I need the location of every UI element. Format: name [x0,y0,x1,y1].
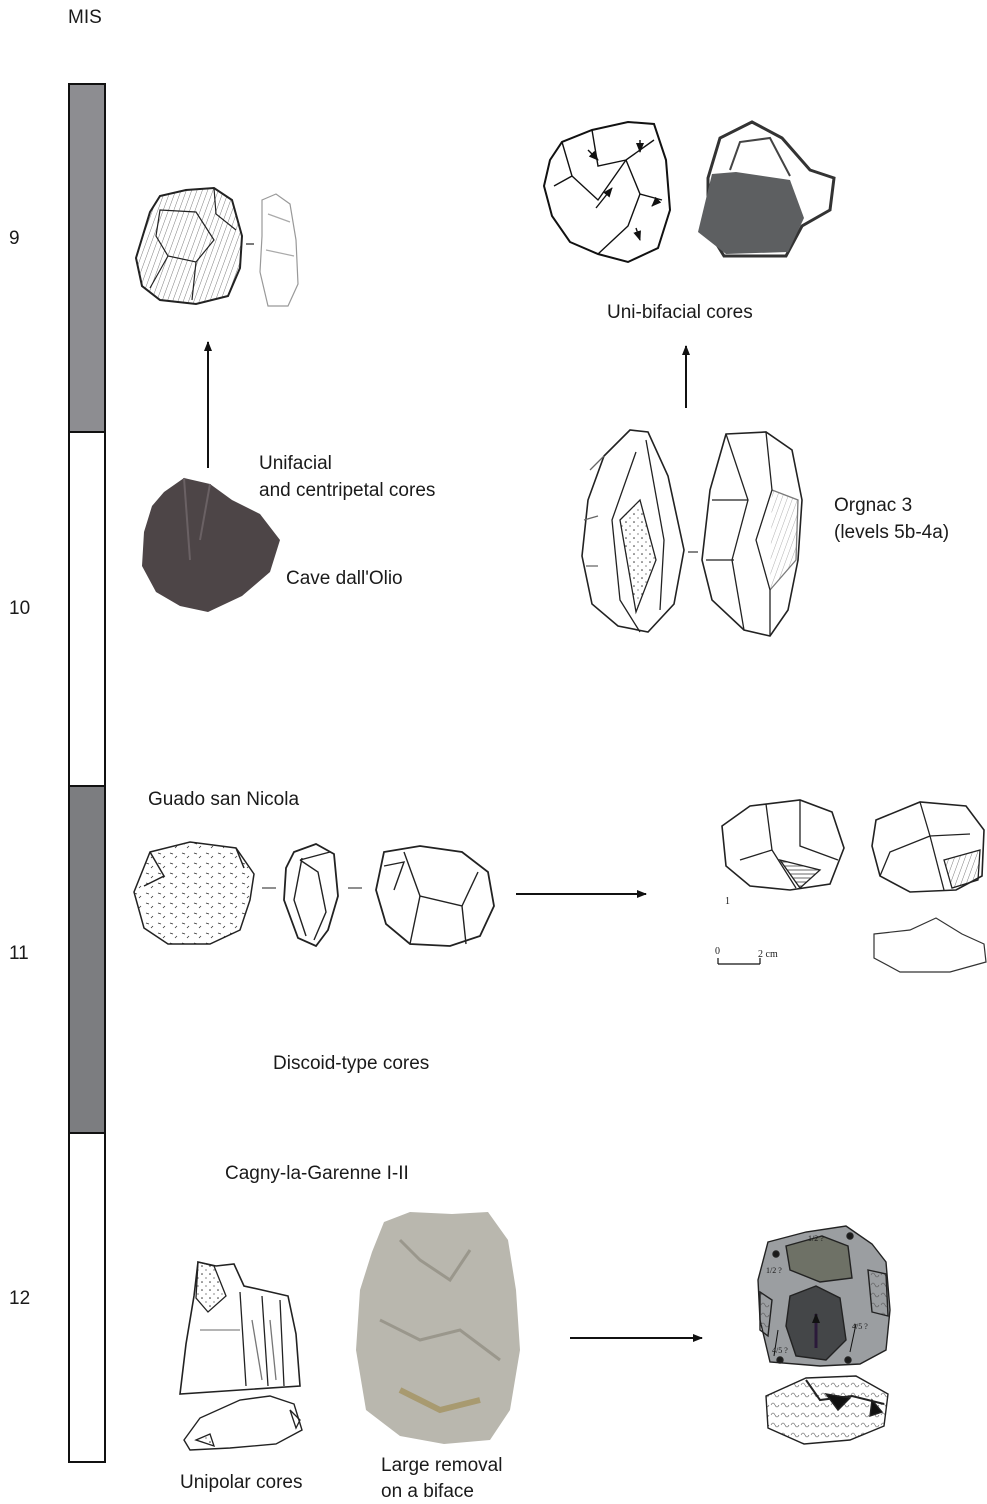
large-removal-core [758,1226,890,1444]
label-large-removal-2: on a biface [381,1481,474,1503]
label-discoid: Discoid-type cores [273,1053,429,1075]
label-unipolar: Unipolar cores [180,1472,303,1494]
core-mark-4: 4/5 ? [852,1322,868,1331]
label-centripetal: and centripetal cores [259,480,435,502]
label-large-removal-1: Large removal [381,1455,502,1477]
scale-zero: 0 [715,946,720,957]
discoid-core-3 [376,846,494,946]
label-unibifacial: Uni-bifacial cores [607,302,753,324]
discoid-core-right-2 [872,802,984,892]
stage-bar-10 [69,432,105,786]
core-drawing-mis9-left [136,188,298,306]
unibifacial-core-2 [698,122,834,256]
label-orgnac-levels: (levels 5b-4a) [834,522,949,544]
label-unifacial: Unifacial [259,453,332,475]
stage-bar-11 [69,786,105,1133]
discoid-core-1 [134,842,254,944]
label-guado: Guado san Nicola [148,789,299,811]
figure-number: 1 [725,896,730,907]
label-cagny: Cagny-la-Garenne I-II [225,1163,409,1185]
stage-bar-9 [69,84,105,432]
orgnac-core-1 [582,430,684,632]
discoid-core-2 [284,844,338,946]
discoid-core-right-profile [874,918,986,972]
orgnac-core-2 [702,432,802,636]
core-mark-2: 1/2 ? [766,1266,782,1275]
core-mark-1: 1/2 ? [808,1234,824,1243]
core-mark-3: 4/5 ? [772,1346,788,1355]
unibifacial-core-1 [544,122,670,262]
label-cave: Cave dall'Olio [286,568,403,590]
stage-bar-12 [69,1133,105,1462]
scale-two: 2 cm [758,949,778,960]
discoid-core-right-1 [722,800,844,890]
label-orgnac: Orgnac 3 [834,495,912,517]
stage-column [69,84,105,1462]
unipolar-core [180,1262,302,1450]
scale-bar [718,958,760,964]
